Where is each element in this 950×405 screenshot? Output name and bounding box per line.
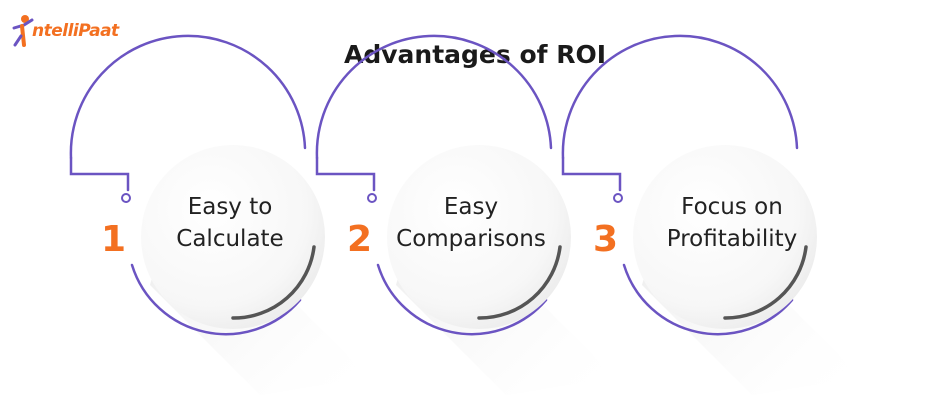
step-1-graphic	[69, 34, 370, 395]
step-1-ring-arc-bottom	[130, 263, 302, 336]
step-1-ring-arc-top	[69, 34, 307, 160]
step-1-label-line2: Calculate	[176, 226, 284, 252]
step-2-connector	[315, 156, 376, 192]
step-3-label-line1: Focus on	[681, 194, 783, 220]
step-3-label-line2: Profitability	[666, 226, 798, 252]
step-2-ring-arc-bottom	[376, 263, 548, 336]
step-2-graphic	[315, 34, 616, 395]
step-1-disc	[141, 145, 325, 329]
step-2-connector-dot	[367, 193, 377, 203]
step-1-connector-dot	[121, 193, 131, 203]
step-1-connector	[69, 156, 130, 192]
step-1-disc-accent	[231, 245, 316, 320]
intellipaat-logo: ntelliPaat	[12, 14, 119, 48]
step-1-label-line1: Easy to	[187, 194, 273, 220]
step-2-ring-arc-top	[315, 34, 553, 160]
step-2-disc	[387, 145, 571, 329]
step-3-disc	[633, 145, 817, 329]
step-3-disc-accent	[723, 245, 808, 320]
step-3-connector	[561, 156, 622, 192]
step-2-label: Easy Comparisons	[396, 191, 546, 255]
logo-figure-icon	[12, 15, 34, 47]
step-3-label: Focus on Profitability	[657, 191, 807, 255]
logo-text: ntelliPaat	[32, 21, 119, 41]
step-3-connector-dot	[613, 193, 623, 203]
step-3-ring-arc-top	[561, 34, 799, 160]
step-2-disc-accent	[477, 245, 562, 320]
step-1-number: 1	[101, 219, 127, 260]
step-2-label-line1: Easy	[443, 194, 499, 220]
step-2-number: 2	[347, 219, 373, 260]
step-3-graphic	[561, 34, 862, 395]
step-1-label: Easy to Calculate	[155, 191, 305, 255]
step-3-number: 3	[593, 219, 619, 260]
step-2-label-line2: Comparisons	[396, 226, 546, 252]
step-3-ring-arc-bottom	[622, 263, 794, 336]
